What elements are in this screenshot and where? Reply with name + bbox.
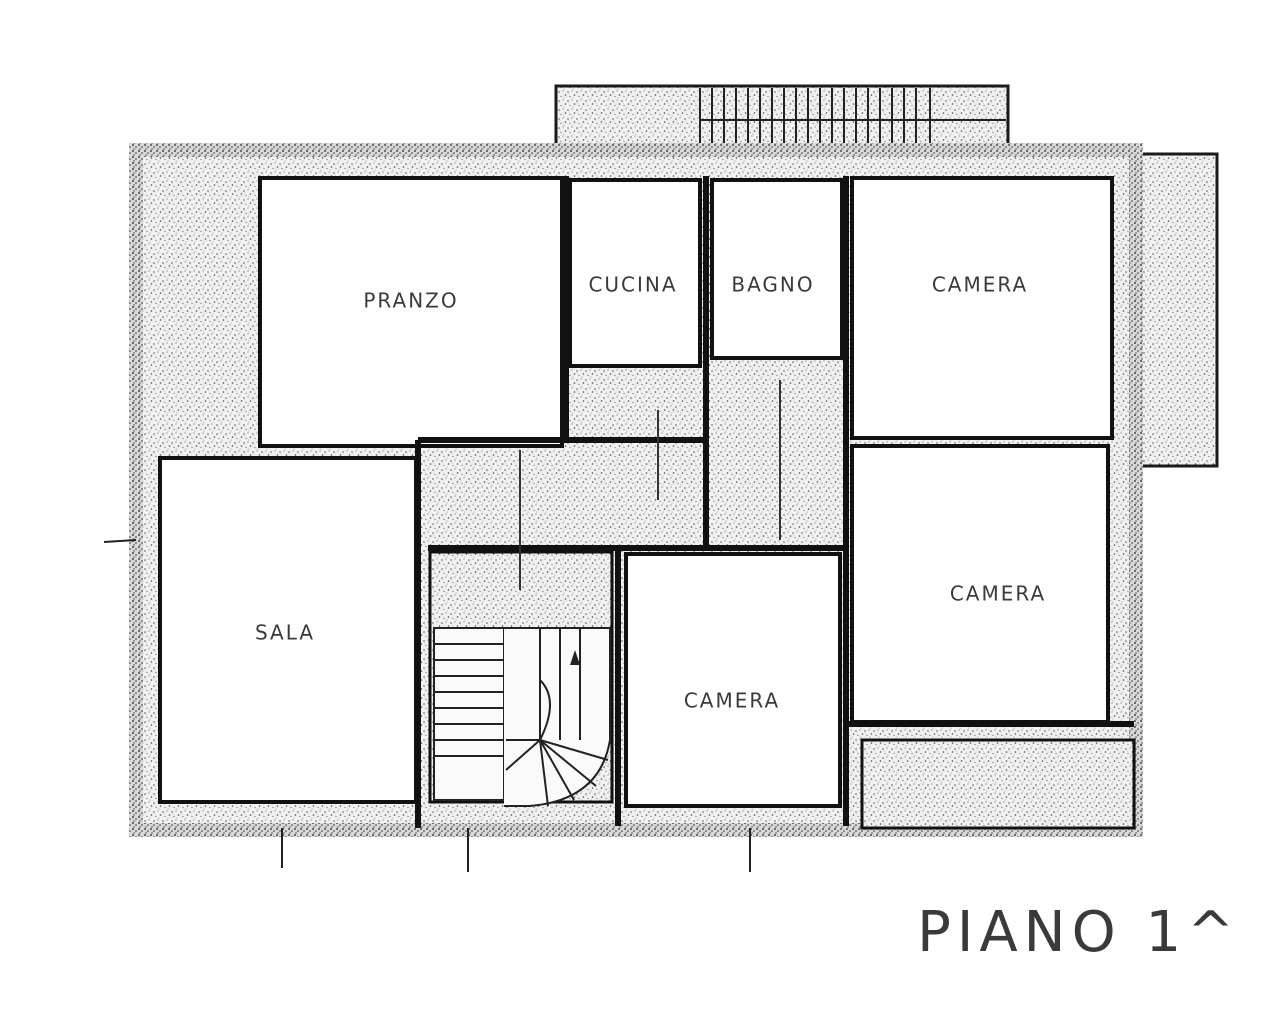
room-sala: [158, 456, 418, 804]
room-pranzo: [258, 176, 564, 448]
room-camera-middle-right: [850, 444, 1110, 724]
label-pranzo: PRANZO: [363, 289, 458, 313]
room-bagno: [710, 178, 844, 360]
room-labels: PRANZO CUCINA BAGNO CAMERA SALA CAMERA C…: [255, 273, 1046, 713]
label-camera-center: CAMERA: [684, 689, 780, 713]
dimension-ticks: [103, 539, 751, 872]
room-camera-top-right: [850, 176, 1114, 440]
room-cucina: [568, 178, 702, 368]
bottom-right-terrace: [860, 738, 1136, 830]
room-camera-center: [624, 552, 842, 808]
label-camera-middle-right: CAMERA: [950, 582, 1046, 606]
corridor: [519, 380, 781, 590]
staircase: [428, 550, 614, 807]
label-camera-top-right: CAMERA: [932, 273, 1028, 297]
floor-title: PIANO 1^: [917, 900, 1240, 965]
label-bagno: BAGNO: [731, 273, 814, 297]
rooms: [158, 176, 1114, 808]
label-sala: SALA: [255, 621, 315, 645]
right-balcony: [1133, 152, 1219, 468]
label-cucina: CUCINA: [588, 273, 677, 297]
